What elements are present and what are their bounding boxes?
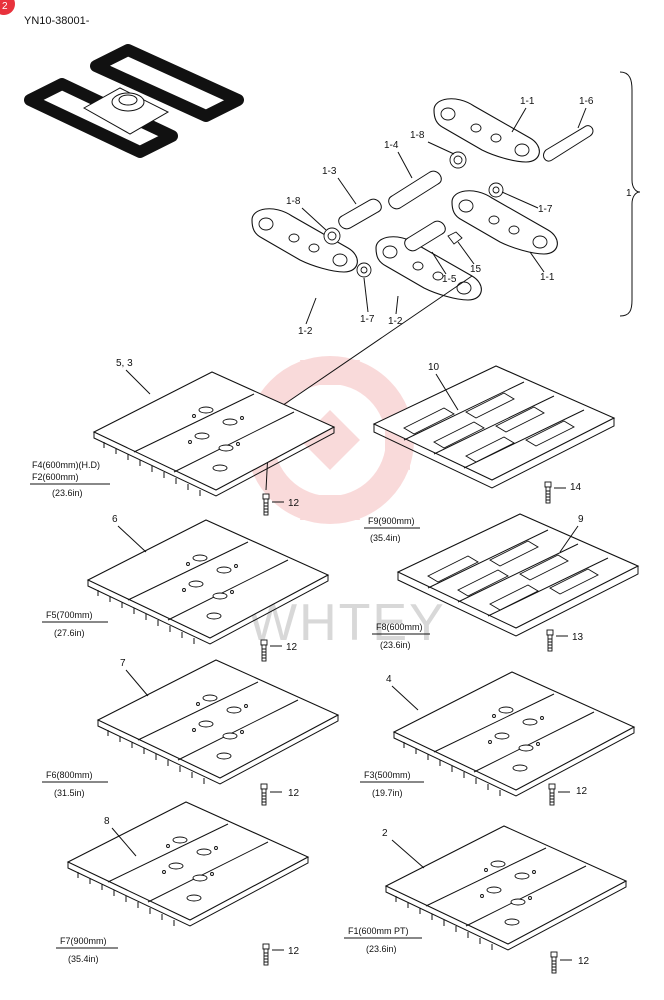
shoe-4-bolt: 12 — [576, 786, 588, 797]
shoe-2-inch: (23.6in) — [366, 944, 397, 954]
shoe-10-inch: (35.4in) — [370, 533, 401, 543]
shoe-7-bolt: 12 — [288, 788, 300, 799]
shoe-8-ref: 8 — [104, 816, 110, 827]
shoe-5-3-bolt: 12 — [288, 498, 300, 509]
shoe-10: 10 14 F9(900mm) (35.4in) — [364, 362, 615, 543]
shoe-4: 4 12 F3(500mm) (19.7in) — [360, 671, 635, 806]
shoe-6-inch: (27.6in) — [54, 628, 85, 638]
label-1-2-left: 1-2 — [298, 326, 313, 337]
assembly-group-number: 1 — [626, 188, 632, 199]
label-1-1-bottom: 1-1 — [540, 272, 555, 283]
shoe-2: 2 12 F1(600mm PT) (23.6in) — [344, 825, 627, 974]
shoe-10-bolt: 14 — [570, 482, 582, 493]
watermark-text: WHTEY — [248, 594, 446, 652]
shoe-7-spec: F6(800mm) — [46, 770, 93, 780]
shoe-5-3-ref: 5, 3 — [116, 358, 133, 369]
shoe-8-spec: F7(900mm) — [60, 936, 107, 946]
label-1-8-top: 1-8 — [410, 130, 425, 141]
shoe-7: 7 12 F6(800mm) (31.5in) — [42, 658, 339, 806]
shoe-8-bolt: 12 — [288, 946, 300, 957]
label-1-7-right: 1-7 — [538, 204, 553, 215]
page-badge — [0, 0, 15, 15]
shoe-6-ref: 6 — [112, 514, 118, 525]
label-1-3: 1-3 — [322, 166, 337, 177]
shoe-9-bolt: 13 — [572, 632, 584, 643]
track-frame-thumbnail — [24, 44, 244, 158]
shoe-7-ref: 7 — [120, 658, 126, 669]
page-badge-number: 2 — [2, 1, 8, 12]
shoe-5-3-spec-2: F2(600mm) — [32, 472, 79, 482]
shoe-4-spec: F3(500mm) — [364, 770, 411, 780]
assembly-bracket — [619, 71, 641, 317]
shoe-10-ref: 10 — [428, 362, 440, 373]
shoe-6: 6 12 F5(700mm) (27.6in) — [42, 514, 329, 662]
shoe-6-bolt: 12 — [286, 642, 298, 653]
document-code: YN10-38001- — [24, 15, 90, 27]
shoe-2-bolt: 12 — [578, 956, 590, 967]
shoe-2-ref: 2 — [382, 828, 388, 839]
shoe-7-inch: (31.5in) — [54, 788, 85, 798]
shoe-5-3: 5, 3 12 F4(600mm)(H.D) F2(600mm) (23.6in… — [30, 358, 335, 516]
label-15: 15 — [470, 264, 482, 275]
shoe-9-ref: 9 — [578, 514, 584, 525]
shoe-9-spec: F8(600mm) — [376, 622, 423, 632]
shoe-9-inch: (23.6in) — [380, 640, 411, 650]
label-1-6: 1-6 — [579, 96, 594, 107]
shoe-2-spec: F1(600mm PT) — [348, 926, 409, 936]
label-1-2-right: 1-2 — [388, 316, 403, 327]
link-assembly — [251, 98, 594, 301]
label-1-1-top: 1-1 — [520, 96, 535, 107]
shoe-9: 9 13 F8(600mm) (23.6in) — [372, 513, 639, 652]
shoe-8: 8 12 F7(900mm) (35.4in) — [56, 801, 309, 966]
shoe-4-ref: 4 — [386, 674, 392, 685]
shoe-10-spec: F9(900mm) — [368, 516, 415, 526]
label-1-5: 1-5 — [442, 274, 457, 285]
label-1-4: 1-4 — [384, 140, 399, 151]
label-1-8-left: 1-8 — [286, 196, 301, 207]
assembly-labels: 1-1 1-6 1-8 1-4 1-3 1-8 1-7 15 1-1 1-5 1… — [286, 96, 594, 337]
label-1-7-bottom: 1-7 — [360, 314, 375, 325]
shoe-6-spec: F5(700mm) — [46, 610, 93, 620]
shoe-5-3-inch: (23.6in) — [52, 488, 83, 498]
shoe-8-inch: (35.4in) — [68, 954, 99, 964]
shoe-5-3-spec-1: F4(600mm)(H.D) — [32, 460, 100, 470]
shoe-4-inch: (19.7in) — [372, 788, 403, 798]
